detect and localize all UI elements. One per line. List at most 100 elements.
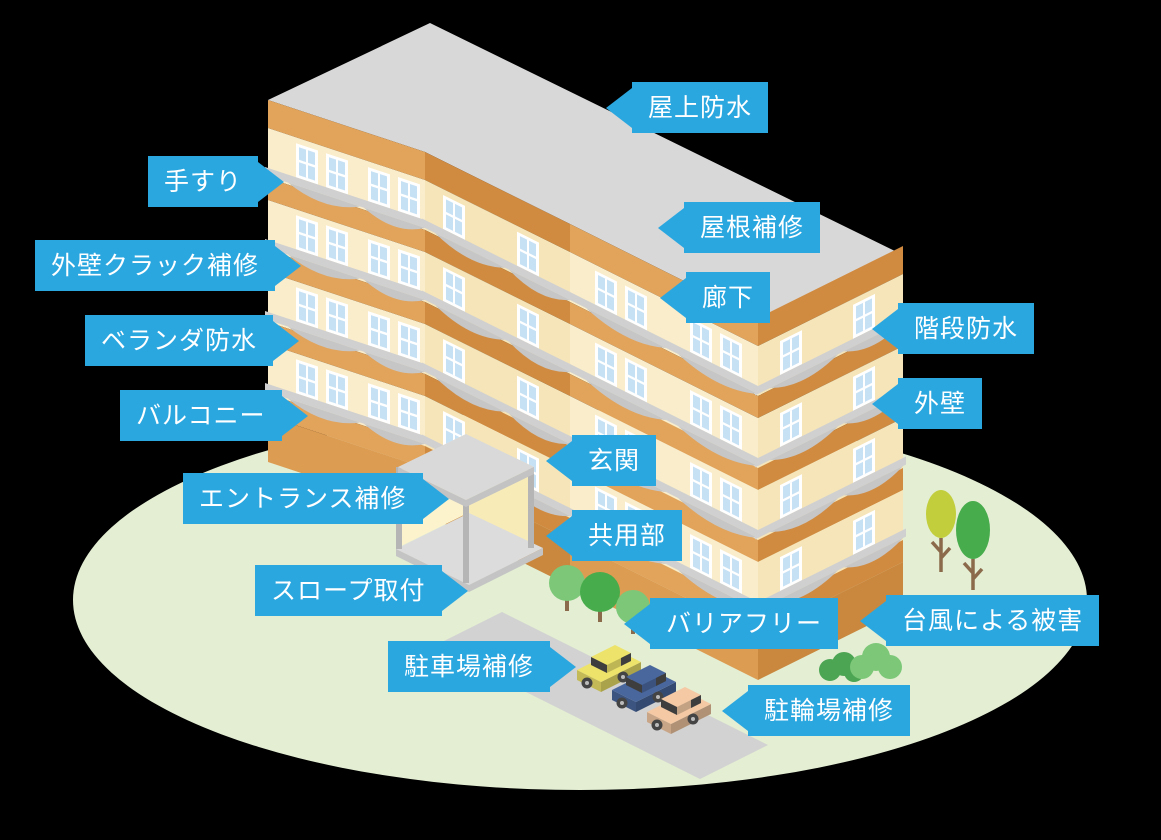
window xyxy=(853,293,875,339)
canopy-pillar xyxy=(528,467,534,548)
window xyxy=(368,167,390,209)
window xyxy=(326,297,348,339)
window xyxy=(296,215,318,257)
window xyxy=(326,369,348,411)
window xyxy=(398,177,420,219)
balcony-curve xyxy=(509,269,570,301)
window xyxy=(625,357,647,403)
window xyxy=(296,143,318,185)
window xyxy=(853,509,875,555)
canopy-pillar xyxy=(463,500,469,583)
floor-ledge xyxy=(422,290,573,374)
floor-ledge xyxy=(755,384,906,468)
label-common-area: 共用部 xyxy=(572,510,683,561)
balcony-curve xyxy=(364,423,425,446)
balcony-curve xyxy=(509,413,570,445)
balcony-curve xyxy=(435,304,505,340)
floor-band xyxy=(268,322,425,396)
label-typhoon-damage: 台風による被害 xyxy=(886,595,1100,646)
label-handrail: 手すり xyxy=(148,156,259,207)
label-parking-lot-repair: 駐車場補修 xyxy=(388,641,551,692)
window xyxy=(595,270,617,316)
floor-ledge xyxy=(755,456,906,540)
balcony-curve xyxy=(509,341,570,373)
floor-ledge xyxy=(422,362,573,446)
roof-band xyxy=(425,152,570,252)
balcony-curve xyxy=(678,498,758,538)
window xyxy=(720,405,742,450)
label-entrance-door: 玄関 xyxy=(572,435,657,486)
window xyxy=(720,477,742,522)
window xyxy=(398,321,420,363)
window xyxy=(625,285,647,331)
label-bicycle-parking-repair: 駐輪場補修 xyxy=(748,685,911,736)
window xyxy=(326,153,348,195)
window xyxy=(690,534,712,579)
balcony-curve xyxy=(770,570,838,605)
balcony-curve xyxy=(364,279,425,302)
window xyxy=(398,249,420,291)
balcony-curve xyxy=(770,426,838,461)
label-roof-repair: 屋根補修 xyxy=(684,202,821,253)
window xyxy=(690,390,712,435)
roof-band xyxy=(268,100,425,180)
bush xyxy=(850,643,902,679)
tree xyxy=(580,572,620,622)
floor-ledge xyxy=(265,311,428,373)
window xyxy=(326,225,348,267)
window xyxy=(443,338,465,384)
window xyxy=(690,318,712,363)
balcony-curve xyxy=(364,351,425,374)
window xyxy=(517,375,539,421)
balcony-curve xyxy=(288,254,360,280)
window xyxy=(296,287,318,329)
balcony-curve xyxy=(844,538,903,568)
tree xyxy=(926,490,956,572)
balcony-curve xyxy=(586,308,666,348)
balcony-curve xyxy=(586,380,666,420)
window xyxy=(517,303,539,349)
label-veranda-waterproofing: ベランダ防水 xyxy=(85,315,274,366)
window xyxy=(443,266,465,312)
label-stair-waterproofing: 階段防水 xyxy=(898,303,1035,354)
window xyxy=(368,383,390,425)
label-entrance-repair: エントランス補修 xyxy=(183,473,423,524)
floor-ledge xyxy=(755,528,906,612)
floor-ledge xyxy=(265,167,428,229)
balcony-curve xyxy=(435,376,505,412)
window xyxy=(853,437,875,483)
window xyxy=(368,239,390,281)
floor-ledge xyxy=(567,290,761,396)
label-wall-crack-repair: 外壁クラック補修 xyxy=(35,240,276,291)
window xyxy=(595,342,617,388)
car-blue xyxy=(612,665,676,712)
balcony-curve xyxy=(770,354,838,389)
balcony-curve xyxy=(288,182,360,208)
floor-band xyxy=(268,178,425,252)
roof-band xyxy=(758,246,903,346)
balcony-curve xyxy=(288,326,360,352)
floor-band xyxy=(268,250,425,324)
window xyxy=(690,462,712,507)
window xyxy=(720,333,742,378)
car-peach xyxy=(647,687,711,734)
tree xyxy=(549,565,585,611)
window xyxy=(780,402,802,448)
building-facade xyxy=(755,246,906,680)
label-balcony: バルコニー xyxy=(120,390,282,441)
car-yellow xyxy=(577,645,641,692)
floor-ledge xyxy=(567,362,761,468)
window xyxy=(780,474,802,520)
label-rooftop-waterproofing: 屋上防水 xyxy=(632,82,769,133)
window xyxy=(368,311,390,353)
balcony-curve xyxy=(844,466,903,496)
window xyxy=(398,393,420,435)
balcony-curve xyxy=(678,426,758,466)
label-barrier-free: バリアフリー xyxy=(650,598,839,649)
window xyxy=(853,365,875,411)
canopy-edge xyxy=(466,467,534,507)
platform-edge xyxy=(469,548,543,592)
floor-ledge xyxy=(265,239,428,301)
window xyxy=(443,194,465,240)
